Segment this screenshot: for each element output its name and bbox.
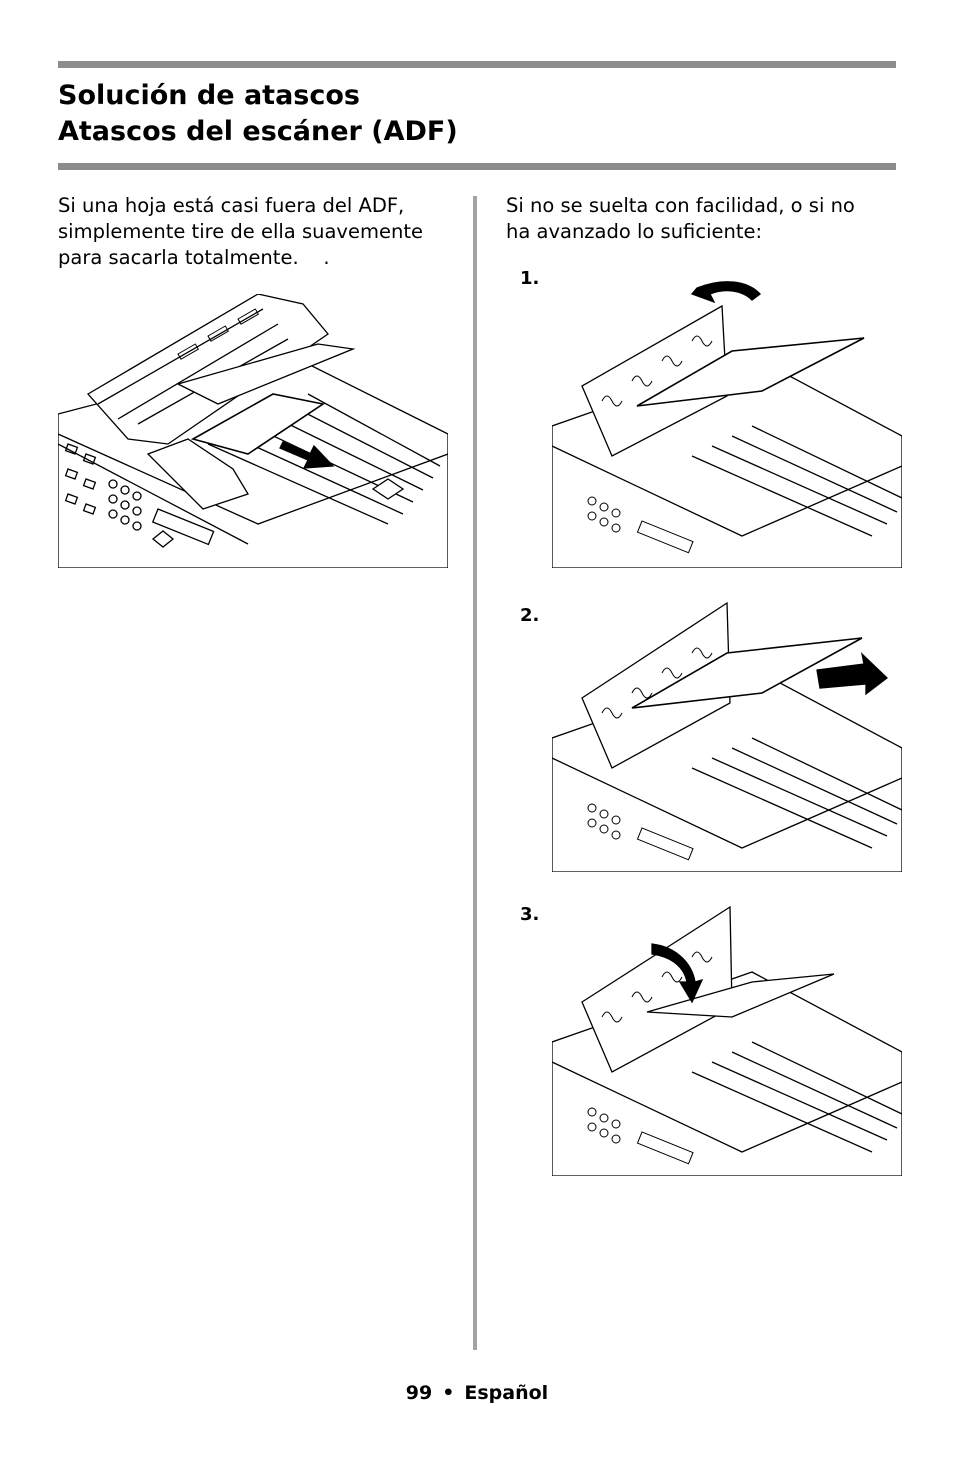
right-paragraph-line: Si no se suelta con facilidad, o si no xyxy=(506,194,855,217)
page-number: 99 xyxy=(405,1382,433,1404)
left-paragraph-line: simplemente tire de ella suavemente xyxy=(58,220,423,243)
step-2-remove-sheet-illustration xyxy=(552,598,902,872)
left-paragraph-line: Si una hoja está casi fuera del ADF, xyxy=(58,194,405,217)
step-1-open-cover-illustration xyxy=(552,266,902,568)
title-line-2: Atascos del escáner (ADF) xyxy=(58,116,458,147)
title-line-1: Solución de atascos xyxy=(58,80,360,111)
column-divider xyxy=(473,196,477,1350)
step-2-label: 2. xyxy=(520,605,540,626)
top-rule xyxy=(58,61,896,68)
title-underline-rule xyxy=(58,163,896,170)
step-3-label: 3. xyxy=(520,904,540,925)
page-title: Solución de atascos Atascos del escáner … xyxy=(58,78,458,150)
right-paragraph-line: ha avanzado lo suficiente: xyxy=(506,220,763,243)
left-paragraph: Si una hoja está casi fuera del ADF, sim… xyxy=(58,193,423,271)
footer-language: Español xyxy=(464,1382,549,1404)
footer-bullet: • xyxy=(442,1382,455,1404)
left-paragraph-line: para sacarla totalmente. . xyxy=(58,246,330,269)
adf-pull-sheet-illustration xyxy=(58,294,448,568)
step-3-close-cover-illustration xyxy=(552,902,902,1176)
page-footer: 99 • Español xyxy=(0,1382,954,1404)
step-1-label: 1. xyxy=(520,268,540,289)
right-paragraph: Si no se suelta con facilidad, o si no h… xyxy=(506,193,855,245)
